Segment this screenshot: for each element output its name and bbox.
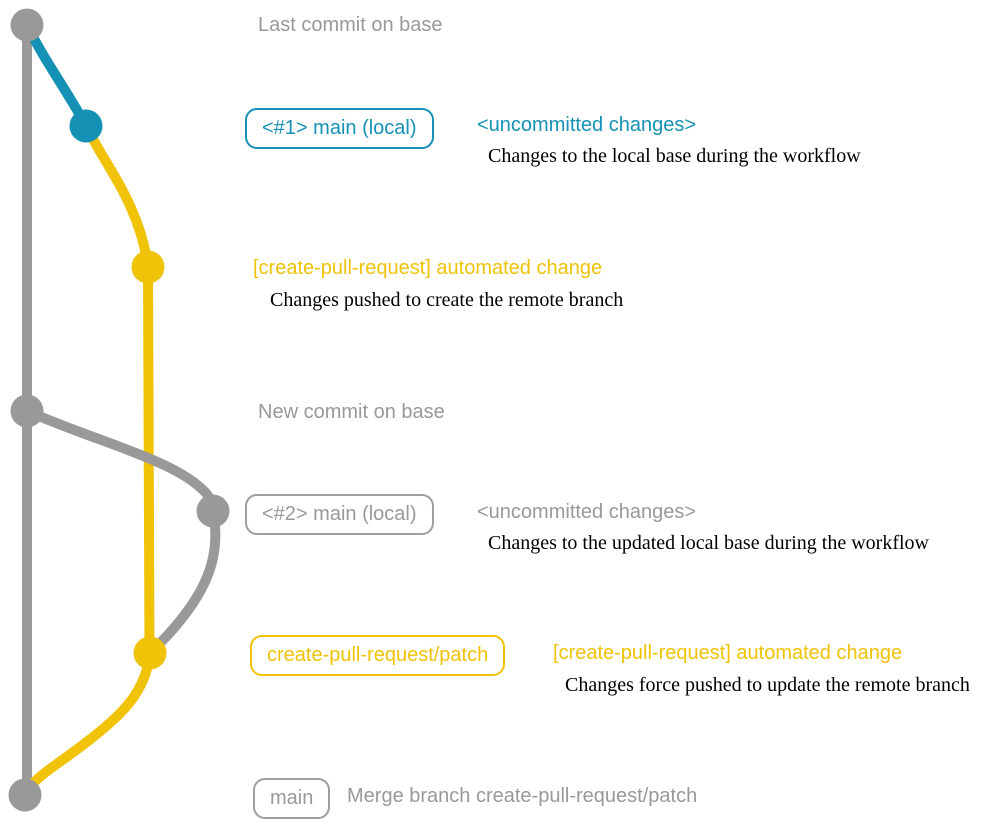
patch-branch-line-upper: [81, 121, 155, 658]
description-uncommitted-changes-2: Changes to the updated local base during…: [488, 532, 929, 554]
description-automated-change-2: Changes force pushed to update the remot…: [565, 674, 970, 696]
local-main-branch-line-2-in: [148, 506, 221, 654]
commit-dot-main-local-1: [69, 109, 103, 143]
local-main-branch-line-2-out: [22, 406, 218, 516]
commit-dot-main-local-2: [196, 494, 230, 528]
branch-label-create-pull-request-patch: create-pull-request/patch: [250, 635, 506, 676]
commit-dot-new-base: [10, 394, 44, 428]
description-automated-change-1: Changes pushed to create the remote bran…: [270, 289, 624, 311]
annotation-automated-change-2: [create-pull-request] automated change: [553, 642, 903, 664]
branch-label-main-local-2: <#2> main (local): [245, 494, 434, 535]
annotation-last-commit-on-base: Last commit on base: [258, 14, 443, 36]
commit-dot-automated-change-1: [131, 250, 165, 284]
annotation-uncommitted-changes-1: <uncommitted changes>: [477, 114, 697, 136]
local-main-branch-line-1: [22, 20, 91, 131]
description-uncommitted-changes-1: Changes to the local base during the wor…: [488, 145, 861, 167]
annotation-uncommitted-changes-2: <uncommitted changes>: [477, 501, 697, 523]
branch-label-main: main: [253, 778, 331, 819]
annotation-new-commit-on-base: New commit on base: [258, 401, 445, 423]
branch-label-main-local-1: <#1> main (local): [245, 108, 434, 149]
commit-dot-merge: [8, 778, 42, 812]
annotation-automated-change-1: [create-pull-request] automated change: [253, 257, 603, 279]
annotation-merge-branch: Merge branch create-pull-request/patch: [347, 785, 698, 807]
commit-dot-last-base: [10, 8, 44, 42]
commit-dot-patch-branch: [133, 636, 167, 670]
patch-branch-line-merge: [23, 648, 155, 794]
